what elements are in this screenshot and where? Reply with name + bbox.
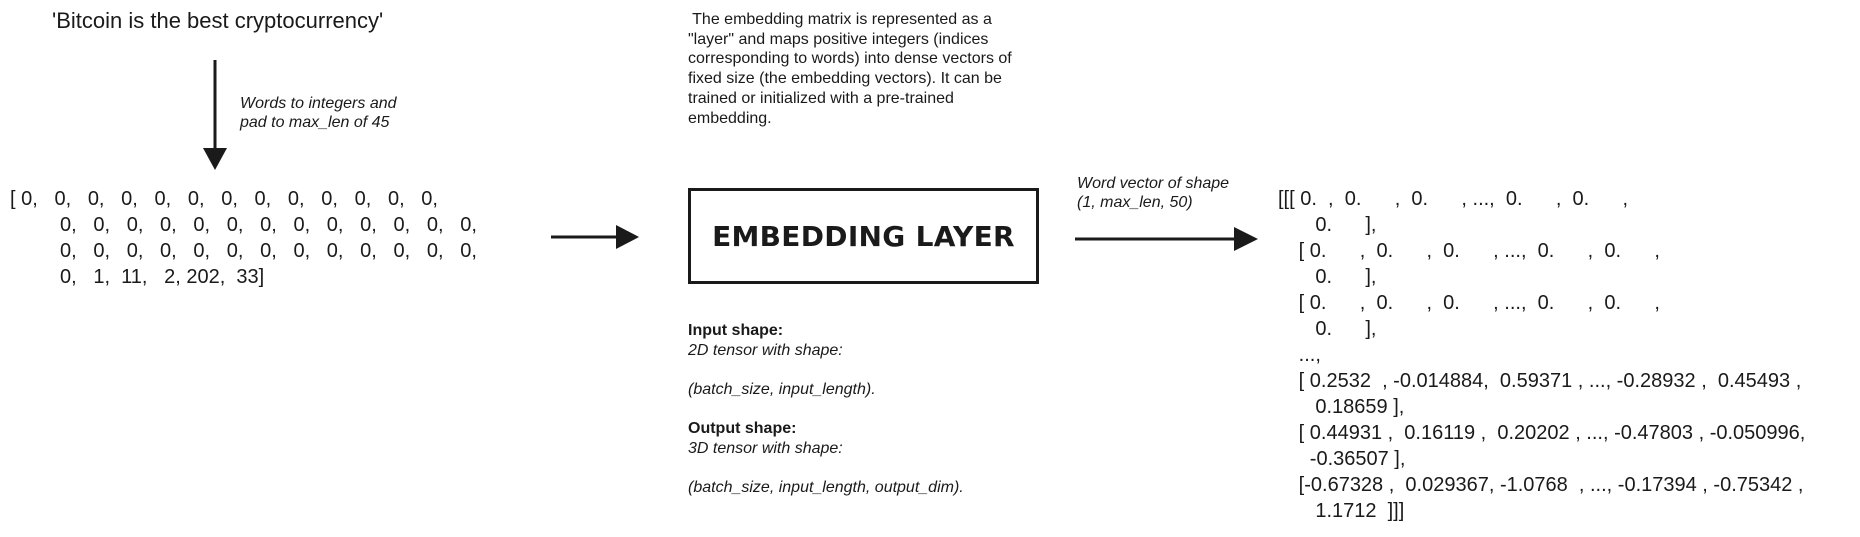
output-tensor-line: 0. ], [1282, 214, 1377, 236]
input-shape-value: (batch_size, input_length). [688, 381, 876, 398]
output-tensor-line: -0.36507 ], [1282, 448, 1406, 470]
right-arrow-to-output [1075, 227, 1258, 251]
tokenize-note: Words to integers and pad to max_len of … [240, 95, 397, 131]
embedding-layer-box: EMBEDDING LAYER [688, 188, 1039, 284]
output-shape-desc: 3D tensor with shape: [688, 440, 843, 457]
padded-array-line: 0, 1, 11, 2, 202, 33] [10, 266, 265, 288]
output-tensor-line: [ 0. , 0. , 0. , ..., 0. , 0. , [1282, 240, 1660, 262]
down-arrow [203, 60, 227, 170]
embedding-description: The embedding matrix is represented as a… [688, 11, 1012, 127]
word-vector-note: Word vector of shape (1, max_len, 50) [1077, 175, 1230, 211]
output-tensor-line: ..., [1282, 344, 1321, 366]
output-tensor-line: 1.1712 ]]] [1282, 500, 1405, 522]
input-shape-desc: 2D tensor with shape: [688, 342, 843, 359]
output-tensor-line: 0.18659 ], [1282, 396, 1405, 418]
embedding-layer-title: EMBEDDING LAYER [712, 219, 1015, 253]
output-shape-label: Output shape: [688, 420, 797, 437]
output-tensor-line: [ 0.44931 , 0.16119 , 0.20202 , ..., -0.… [1282, 422, 1806, 444]
padded-array-line: [ 0, 0, 0, 0, 0, 0, 0, 0, 0, 0, 0, 0, 0, [10, 188, 438, 210]
output-tensor-line: 0. ], [1282, 266, 1377, 288]
padded-array-line: 0, 0, 0, 0, 0, 0, 0, 0, 0, 0, 0, 0, 0, [10, 240, 477, 262]
output-tensor-line: [ 0.2532 , -0.014884, 0.59371 , ..., -0.… [1282, 370, 1802, 392]
padded-array-line: 0, 0, 0, 0, 0, 0, 0, 0, 0, 0, 0, 0, 0, [10, 214, 477, 236]
output-tensor-line: [ 0. , 0. , 0. , ..., 0. , 0. , [1282, 292, 1660, 314]
input-shape-label: Input shape: [688, 322, 784, 339]
output-tensor-line: [-0.67328 , 0.029367, -1.0768 , ..., -0.… [1282, 474, 1804, 496]
right-arrow-to-layer [551, 225, 639, 249]
output-shape-value: (batch_size, input_length, output_dim). [688, 479, 964, 496]
output-tensor-line: [[[ 0. , 0. , 0. , ..., 0. , 0. , [1278, 188, 1629, 210]
input-sentence: 'Bitcoin is the best cryptocurrency' [52, 8, 384, 33]
output-tensor-line: 0. ], [1282, 318, 1377, 340]
